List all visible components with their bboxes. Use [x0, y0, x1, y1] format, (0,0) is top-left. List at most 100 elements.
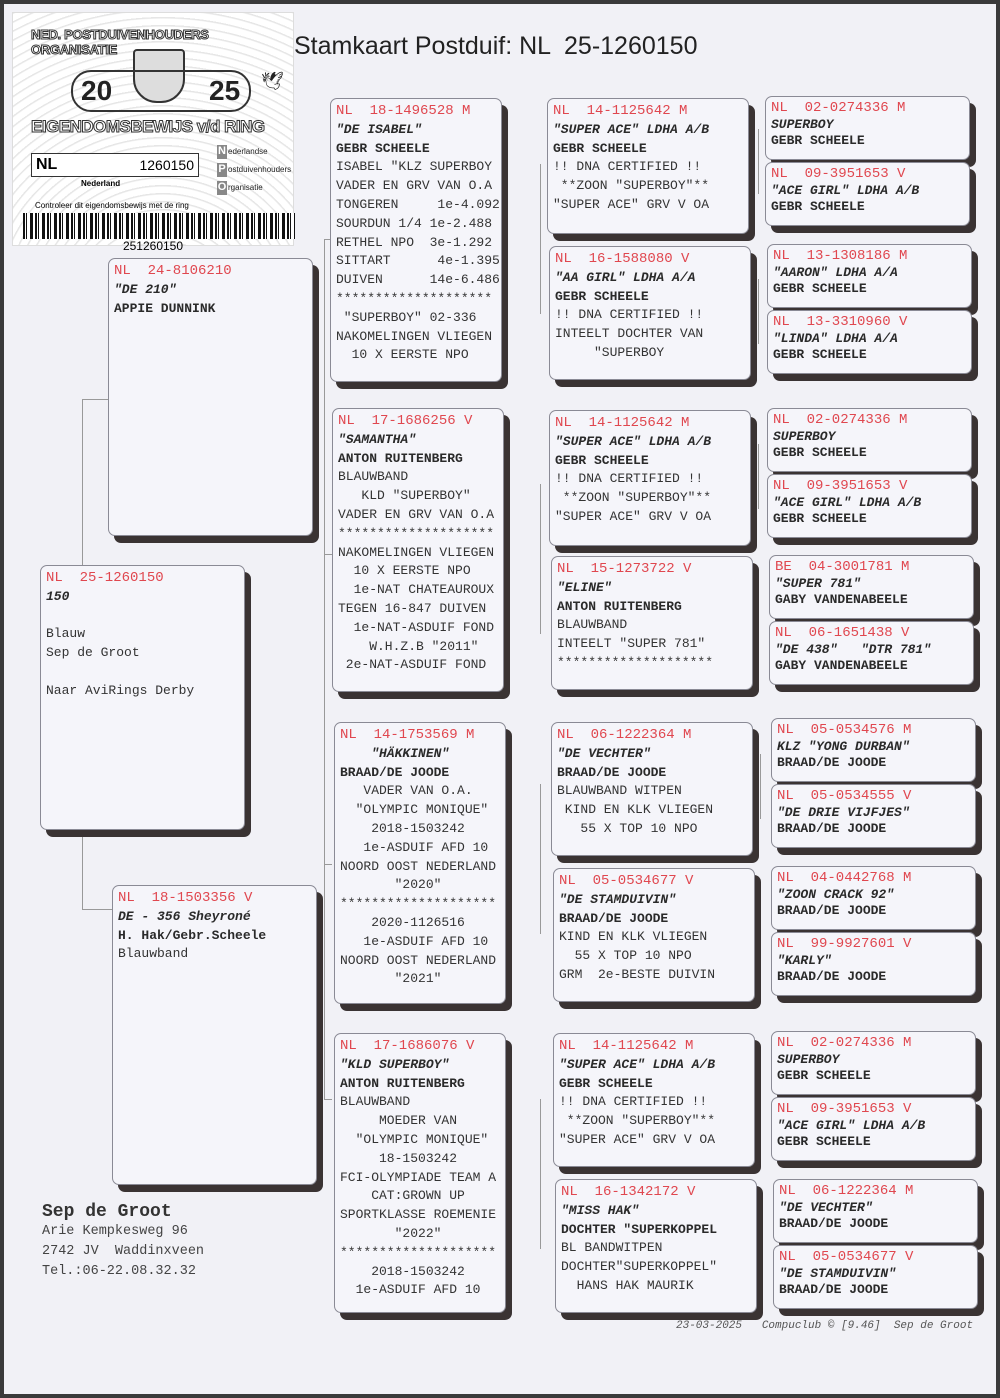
ring-number: NL 13-3310960 V — [773, 314, 908, 330]
pigeon-note: CAT:GROWN UP — [340, 1188, 465, 1204]
connector-line — [540, 484, 541, 634]
connector-line — [324, 1099, 332, 1100]
pigeon-owner: ANTON RUITENBERG — [338, 450, 463, 466]
pigeon-card: NL 06-1651438 V"DE 438" "DTR 781"GABY VA… — [769, 621, 974, 685]
pigeon-name: 150 — [46, 588, 70, 604]
ring-number: NL 17-1686076 V — [340, 1038, 475, 1054]
ring-number: NL 99-9927601 V — [777, 936, 912, 952]
pigeon-note: 10 X EERSTE NPO — [336, 347, 469, 363]
pigeon-note: NAKOMELINGEN VLIEGEN — [338, 544, 495, 560]
pigeon-name: "AARON" LDHA A/A — [773, 264, 898, 280]
pigeon-note: 10 X EERSTE NPO — [338, 563, 471, 579]
pigeon-name: "DE 438" "DTR 781" — [775, 641, 932, 657]
ring-number: NL 09-3951653 V — [771, 166, 906, 182]
pigeon-note: INTEELT DOCHTER VAN — [555, 326, 704, 342]
connector-line — [762, 1209, 763, 1274]
connector-line — [758, 129, 759, 194]
pigeon-note: **ZOON "SUPERBOY"** — [553, 178, 710, 194]
ring-number: NL 24-8106210 — [114, 263, 232, 279]
pigeon-owner: BRAAD/DE JOODE — [559, 910, 669, 926]
ring-number: NL 05-0534555 V — [777, 788, 912, 804]
pigeon-note: INTEELT "SUPER 781" — [557, 636, 706, 652]
pigeon-name: "KARLY" — [777, 952, 832, 968]
pigeon-note: NAKOMELINGEN VLIEGEN — [336, 328, 493, 344]
pigeon-name: "HÄKKINEN" — [340, 745, 450, 761]
pigeon-note: "SUPER ACE" GRV V OA — [553, 196, 710, 212]
pigeon-owner: DOCHTER "SUPERKOPPEL — [561, 1221, 718, 1237]
pigeon-name: "ZOON CRACK 92" — [777, 886, 895, 902]
pigeon-card: NL 14-1753569 M "HÄKKINEN" BRAAD/DE JOODE… — [334, 722, 506, 1004]
npo-text: ostduivenhouders — [228, 165, 292, 174]
pigeon-note: RETHEL NPO 3e-1.292 — [336, 234, 493, 250]
ring-number: NL 06-1651438 V — [775, 625, 910, 641]
pigeon-note: W.H.Z.B "2011" — [338, 638, 479, 654]
pigeon-owner: BRAAD/DE JOODE — [340, 764, 450, 780]
pigeon-note: "OLYMPIC MONIQUE" — [340, 802, 489, 818]
pigeon-note: Blauw — [46, 626, 86, 642]
pigeon-owner: H. Hak/Gebr.Scheele — [118, 927, 267, 943]
breeder-phone: Tel.:06-22.08.32.32 — [42, 1264, 196, 1279]
pigeon-note: 55 X TOP 10 NPO — [559, 948, 692, 964]
ring-number: NL 14-1125642 M — [553, 103, 688, 119]
ring-number: NL 14-1125642 M — [555, 415, 690, 431]
ring-number: NL 02-0274336 M — [777, 1035, 912, 1051]
pigeon-note: SITTART 4e-1.395 — [336, 253, 500, 269]
ring-number: NL 06-1222364 M — [557, 727, 692, 743]
pigeon-note: DUIVEN 14e-6.486 — [336, 272, 500, 288]
pigeon-note: ******************** — [340, 1244, 497, 1260]
pigeon-owner: GEBR SCHEELE — [773, 511, 867, 526]
pigeon-note: **ZOON "SUPERBOY"** — [555, 490, 712, 506]
npo-letter: P — [217, 163, 227, 177]
pigeon-name: "SAMANTHA" — [338, 431, 417, 447]
connector-line — [758, 444, 759, 509]
coat-of-arms-icon — [133, 49, 185, 103]
pedigree-sheet: NED. POSTDUIVENHOUDERS ORGANISATIE 20 25… — [4, 4, 996, 1394]
ring-number: NL 14-1753569 M — [340, 727, 475, 743]
pigeon-note: "2021" — [340, 971, 442, 987]
pigeon-card: NL 17-1686256 V"SAMANTHA"ANTON RUITENBER… — [332, 408, 504, 692]
pigeon-note: VADER VAN O.A. — [340, 783, 473, 799]
pigeon-note: Sep de Groot — [46, 645, 140, 661]
pigeon-name: "KLD SUPERBOY" — [340, 1056, 450, 1072]
pigeon-note: ISABEL "KLZ SUPERBOY — [336, 159, 493, 175]
pigeon-note — [46, 663, 239, 682]
pigeon-name: "DE STAMDUIVIN" — [559, 891, 677, 907]
pigeon-owner: BRAAD/DE JOODE — [557, 764, 667, 780]
pigeon-note: SPORTKLASSE ROEMENIE — [340, 1207, 497, 1223]
npo-letter: O — [217, 181, 227, 195]
breeder-info: Sep de Groot Arie Kempkesweg 96 2742 JV … — [42, 1202, 204, 1282]
pigeon-owner: GEBR SCHEELE — [771, 133, 865, 148]
ring-number: NL 18-1496528 M — [336, 103, 471, 119]
page-title: Stamkaart Postduif: NL 25-1260150 — [294, 32, 698, 60]
pigeon-name: SUPERBOY — [777, 1051, 840, 1067]
pigeon-note: 1e-NAT CHATEAUROUX — [338, 582, 495, 598]
pigeon-note: !! DNA CERTIFIED !! — [555, 471, 704, 487]
connector-line — [760, 754, 761, 819]
pigeon-owner: ANTON RUITENBERG — [340, 1075, 465, 1091]
pigeon-note: 18-1503242 — [340, 1150, 458, 1166]
pigeon-note: Naar AviRings Derby — [46, 682, 195, 698]
pigeon-owner: GEBR SCHEELE — [559, 1075, 653, 1091]
pigeon-note: 2e-NAT-ASDUIF FOND — [338, 657, 487, 673]
ring-number: NL 16-1342172 V — [561, 1184, 696, 1200]
barcode-number: 251260150 — [122, 239, 184, 253]
ring-number: NL 04-0442768 M — [777, 870, 912, 886]
pigeon-note: KIND EN KLK VLIEGEN — [559, 929, 708, 945]
ring-number: NL 09-3951653 V — [777, 1101, 912, 1117]
pigeon-name: "DE 210" — [114, 281, 177, 297]
pigeon-name: "SUPER ACE" LDHA A/B — [559, 1056, 716, 1072]
pigeon-name: "SUPER 781" — [775, 575, 861, 591]
pigeon-note: 1e-ASDUIF AFD 10 — [340, 933, 489, 949]
connector-line — [324, 864, 332, 865]
connector-line — [324, 554, 332, 555]
ring-number: NL 05-0534576 M — [777, 722, 912, 738]
